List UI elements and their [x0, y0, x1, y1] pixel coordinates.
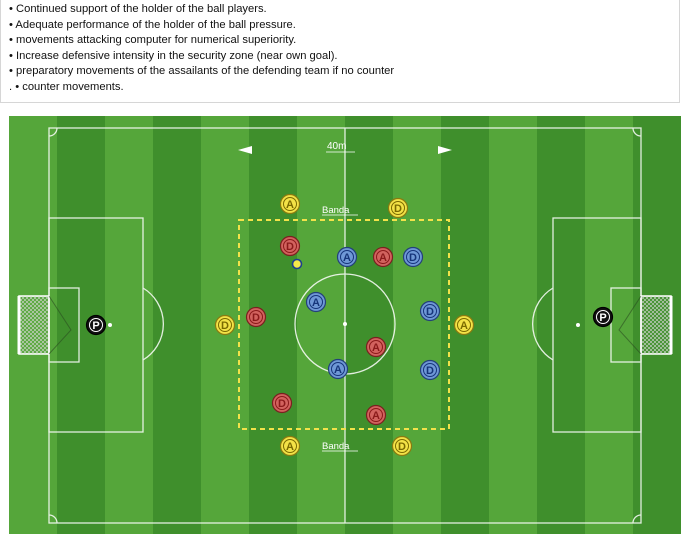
instruction-item: • Adequate performance of the holder of …: [9, 18, 296, 31]
player-ring: [395, 439, 409, 453]
player-ring: [283, 439, 297, 453]
player-ring: [309, 295, 323, 309]
player-ring: [596, 310, 610, 324]
player-label: D: [394, 203, 402, 215]
ball-icon: [291, 258, 303, 270]
player-label: D: [221, 320, 229, 332]
player-token-blue: D: [402, 246, 424, 268]
right-goal: [618, 295, 673, 355]
player-ring: [249, 310, 263, 324]
player-label: D: [426, 306, 434, 318]
player-token-keeper: P: [85, 314, 107, 336]
player-ring: [275, 396, 289, 410]
instructions-list: • Continued support of the holder of the…: [9, 2, 679, 96]
player-label: D: [409, 252, 417, 264]
arrow-right-icon: [438, 146, 452, 154]
grass-stripe: [345, 116, 394, 534]
grass-stripe: [105, 116, 154, 534]
player-token-red: D: [271, 392, 293, 414]
left-goal: [17, 295, 72, 355]
left-penalty-arc: [142, 287, 164, 361]
grass-stripe: [489, 116, 538, 534]
players-layer: A D D A A D A D D D A A A D D A A D P P: [85, 193, 614, 457]
player-label: A: [312, 297, 320, 309]
player-token-blue: D: [419, 300, 441, 322]
center-spot: [343, 322, 347, 326]
player-token-red: A: [365, 404, 387, 426]
right-penalty-arc: [532, 287, 554, 361]
player-token-yellow: D: [387, 197, 409, 219]
player-token-red: A: [365, 336, 387, 358]
grass-stripe: [153, 116, 202, 534]
grass-stripe: [297, 116, 346, 534]
player-token-red: A: [372, 246, 394, 268]
band-label-top: Banda: [322, 205, 350, 216]
player-token-red: D: [279, 235, 301, 257]
player-ring: [340, 250, 354, 264]
player-ring: [283, 197, 297, 211]
player-label: A: [286, 199, 294, 211]
player-token-yellow: D: [391, 435, 413, 457]
player-label: P: [599, 312, 606, 324]
player-label: A: [372, 410, 380, 422]
player-token-blue: A: [327, 358, 349, 380]
player-token-keeper: P: [592, 306, 614, 328]
player-label: A: [334, 364, 342, 376]
player-token-blue: A: [336, 246, 358, 268]
player-ring: [218, 318, 232, 332]
corner-arc: [632, 127, 642, 137]
player-ring: [391, 201, 405, 215]
arrow-left-icon: [238, 146, 252, 154]
security-zone: [238, 219, 450, 430]
player-token-red: D: [245, 306, 267, 328]
player-token-blue: A: [305, 291, 327, 313]
player-label: A: [343, 252, 351, 264]
grass-stripe: [585, 116, 634, 534]
player-label: A: [372, 342, 380, 354]
player-token-yellow: A: [279, 435, 301, 457]
player-ring: [369, 340, 383, 354]
player-token-yellow: A: [453, 314, 475, 336]
player-ring: [406, 250, 420, 264]
player-ring: [376, 250, 390, 264]
right-penalty-spot: [576, 323, 580, 327]
player-ring: [283, 239, 297, 253]
player-label: D: [426, 365, 434, 377]
player-label: D: [278, 398, 286, 410]
distance-label: 40m: [327, 141, 346, 152]
player-token-yellow: D: [214, 314, 236, 336]
player-ring: [423, 363, 437, 377]
football-pitch: 40m Banda Banda A D D A A D A D D D A A A D D A A D P P: [9, 116, 681, 534]
player-token-blue: D: [419, 359, 441, 381]
player-token-yellow: A: [279, 193, 301, 215]
left-penalty-spot: [108, 323, 112, 327]
player-label: D: [398, 441, 406, 453]
player-label: A: [286, 441, 294, 453]
player-ring: [457, 318, 471, 332]
player-label: P: [92, 320, 99, 332]
player-label: D: [252, 312, 260, 324]
player-label: D: [286, 241, 294, 253]
player-label: A: [379, 252, 387, 264]
player-ring: [369, 408, 383, 422]
instruction-item: . • counter movements.: [9, 80, 124, 93]
instruction-item: • movements attacking computer for numer…: [9, 34, 297, 47]
instructions-panel: • Continued support of the holder of the…: [0, 0, 680, 103]
grass-stripe: [393, 116, 442, 534]
distance-marker: 40m: [238, 141, 452, 154]
band-label-bottom: Banda: [322, 441, 350, 452]
instruction-item: • Continued support of the holder of the…: [9, 3, 267, 15]
player-ring: [89, 318, 103, 332]
corner-arc: [48, 514, 58, 524]
player-ring: [423, 304, 437, 318]
corner-arc: [632, 514, 642, 524]
player-ring: [331, 362, 345, 376]
corner-arc: [48, 127, 58, 137]
instruction-item: • Increase defensive intensity in the se…: [9, 49, 338, 62]
player-label: A: [460, 320, 468, 332]
instruction-item: • preparatory movements of the assailant…: [9, 65, 395, 78]
